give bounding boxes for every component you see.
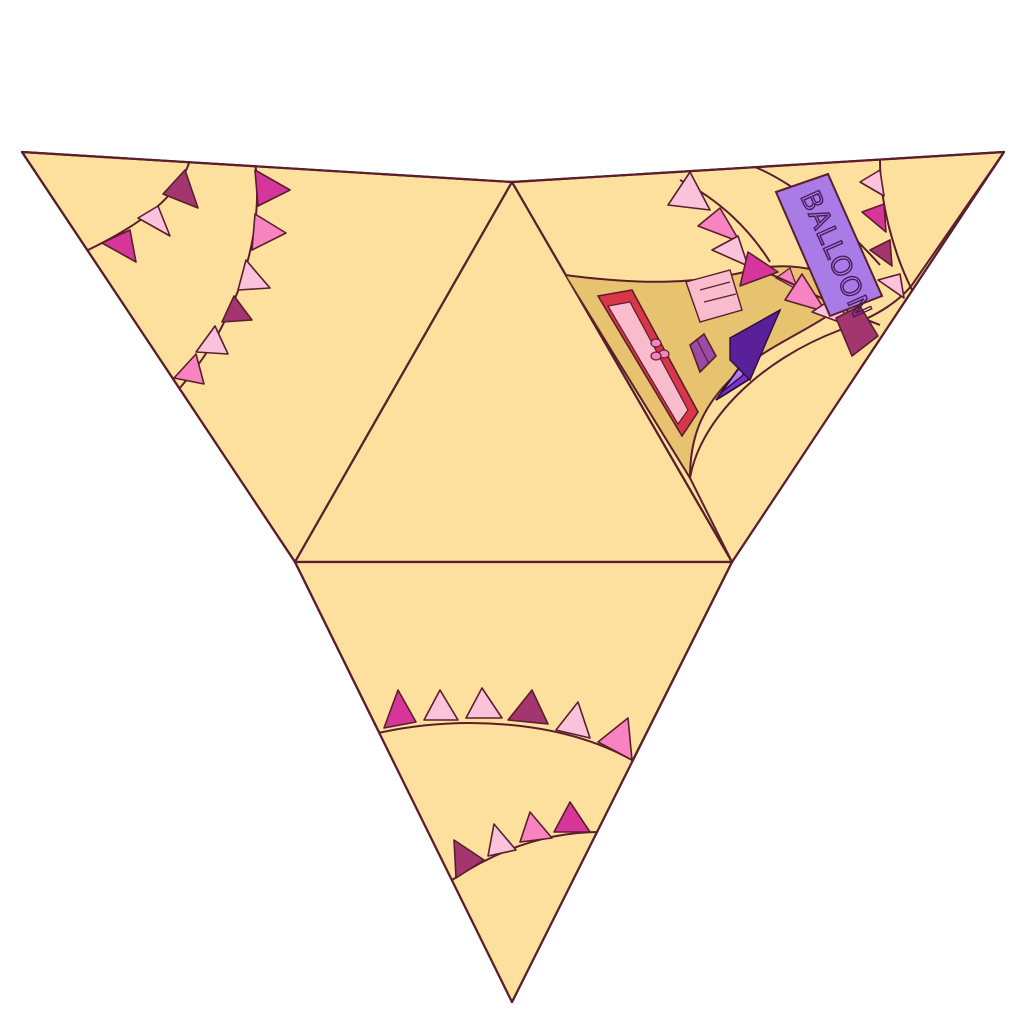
right-face: BALLOON <box>510 150 1006 564</box>
bunting-flags-left <box>101 169 291 385</box>
bottom-face <box>293 560 734 1004</box>
bunting-flags-right <box>667 169 905 357</box>
tent-icon <box>715 308 782 401</box>
chest-icon <box>689 332 717 374</box>
rug-icon <box>596 289 699 438</box>
bunting-flags-bottom <box>383 687 633 879</box>
